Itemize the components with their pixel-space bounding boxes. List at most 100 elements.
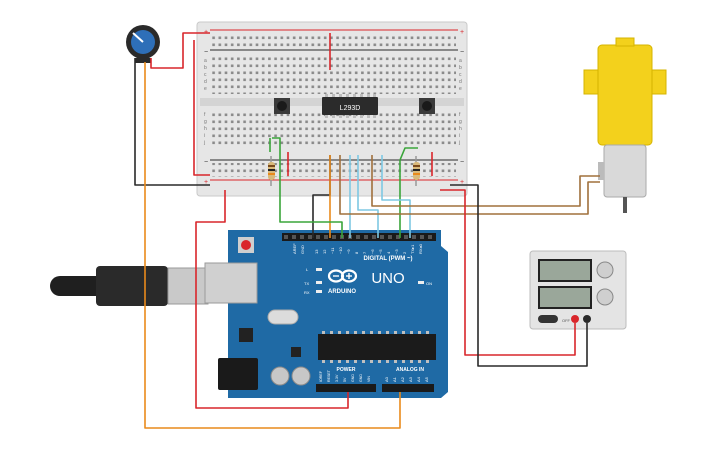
row-letter-left-i: i <box>204 133 205 139</box>
power-supply[interactable]: OFF <box>529 250 627 330</box>
wire-motor-a[interactable] <box>339 155 600 215</box>
led-l-label: L <box>306 267 309 272</box>
analog-pin-label: A4 <box>416 376 421 382</box>
power-switch-label: OFF <box>562 318 571 323</box>
analog-pin-label: A2 <box>400 376 405 382</box>
gnd-label: GND <box>300 245 305 254</box>
rail-plus-bottom-left: + <box>204 179 208 186</box>
row-letter-right-a: a <box>459 58 462 64</box>
chip-label: L293D <box>340 105 361 112</box>
terminal-negative[interactable] <box>583 315 591 323</box>
reset-button[interactable] <box>241 240 251 250</box>
l293d-chip[interactable]: L293D <box>322 94 378 118</box>
row-letter-right-d: d <box>459 79 462 85</box>
rail-minus-top-right: − <box>460 49 464 56</box>
digital-pin-label: ~10 <box>338 246 343 254</box>
arduino-logo <box>327 269 358 283</box>
row-letter-left-a: a <box>204 58 207 64</box>
digital-pin-label: ~6 <box>370 249 375 254</box>
rail-plus-bottom-right: + <box>460 179 464 186</box>
row-letter-right-f: f <box>459 112 461 118</box>
wire-supply-positive[interactable] <box>440 189 576 356</box>
analog-header-label: ANALOG IN <box>396 367 424 373</box>
power-pin-label: 5V <box>343 377 347 382</box>
row-letter-right-g: g <box>459 119 462 125</box>
rail-minus-top-left: − <box>204 49 208 56</box>
led-rx-label: RX <box>304 290 310 295</box>
pushbutton-left[interactable] <box>274 98 290 114</box>
power-pin-label: GND <box>351 374 355 382</box>
power-pin-label: IOREF <box>319 370 323 382</box>
digital-pin-label: 8 <box>354 251 359 254</box>
digital-pin-label: 7 <box>362 251 367 254</box>
wire-motor-b[interactable] <box>371 155 600 207</box>
dc-motor[interactable] <box>583 37 667 213</box>
analog-pin-label: A3 <box>408 376 413 382</box>
rail-minus-bottom-right: − <box>460 159 464 166</box>
digital-header-label: DIGITAL (PWM ~) <box>364 256 413 262</box>
model-label: UNO <box>371 270 404 287</box>
digital-pin-label: ~9 <box>346 249 351 254</box>
terminal-positive[interactable] <box>571 315 579 323</box>
brand-label: ARDUINO <box>328 289 356 295</box>
row-letter-right-h: h <box>459 126 462 132</box>
power-pin-labels: IOREF RESET 3.3V 5V GND GND VIN <box>319 369 371 382</box>
wire-green-left[interactable] <box>272 137 343 238</box>
wire-pot-gnd[interactable] <box>134 58 210 186</box>
row-letter-left-b: b <box>204 65 207 71</box>
wire-blue-3[interactable] <box>381 155 411 238</box>
wire-pot-vcc[interactable] <box>150 32 210 69</box>
wire-blue-2[interactable] <box>357 155 379 238</box>
digital-pin-label: 13 <box>314 249 319 254</box>
power-pin-label: GND <box>359 374 363 382</box>
row-letter-right-e: e <box>459 86 462 92</box>
pushbutton-right[interactable] <box>419 98 435 114</box>
digital-pin-label: 4 <box>386 251 391 254</box>
usb-cable <box>50 266 209 306</box>
analog-pin-label: A0 <box>384 376 389 382</box>
row-letter-left-g: g <box>204 119 207 125</box>
resistor-right[interactable] <box>413 156 420 186</box>
rail-minus-bottom-left: − <box>204 159 208 166</box>
wire-5v[interactable] <box>195 190 349 409</box>
power-header-label: POWER <box>337 367 356 373</box>
row-letter-right-b: b <box>459 65 462 71</box>
power-pin-label: VIN <box>367 376 371 382</box>
on-label: ON <box>426 281 432 286</box>
wire-rail-bridge-red[interactable] <box>193 40 210 176</box>
row-letter-right-i: i <box>459 133 460 139</box>
digital-pin-label: TX▸1 <box>410 244 415 254</box>
wire-supply-negative[interactable] <box>450 184 588 367</box>
digital-pin-label: ~11 <box>330 247 335 254</box>
row-letter-right-j: j <box>458 140 460 146</box>
power-switch[interactable] <box>538 315 558 323</box>
analog-pin-label: A5 <box>424 376 429 382</box>
analog-pin-label: A1 <box>392 376 397 382</box>
row-letter-left-e: e <box>204 86 207 92</box>
row-letter-left-c: c <box>204 72 207 78</box>
wire-pot-wiper[interactable] <box>144 62 401 429</box>
potentiometer[interactable] <box>126 25 160 63</box>
row-letter-left-h: h <box>204 126 207 132</box>
resistor-left[interactable] <box>268 156 275 186</box>
digital-pin-label: 2 <box>402 251 407 254</box>
aref-label: AREF <box>292 243 297 254</box>
wires <box>134 32 600 429</box>
row-letter-left-f: f <box>204 112 206 118</box>
digital-pin-label: ~5 <box>378 249 383 254</box>
digital-pin-label: 12 <box>322 249 327 254</box>
wire-green-right[interactable] <box>399 147 418 238</box>
power-pin-label: RESET <box>327 369 331 382</box>
digital-pin-label: RX◂0 <box>418 243 423 254</box>
rail-plus-top-right: + <box>460 29 464 36</box>
row-letter-left-d: d <box>204 79 207 85</box>
digital-pin-label: ~3 <box>394 249 399 254</box>
row-letter-right-c: c <box>459 72 462 78</box>
led-tx-label: TX <box>304 281 309 286</box>
power-pin-label: 3.3V <box>335 374 339 382</box>
